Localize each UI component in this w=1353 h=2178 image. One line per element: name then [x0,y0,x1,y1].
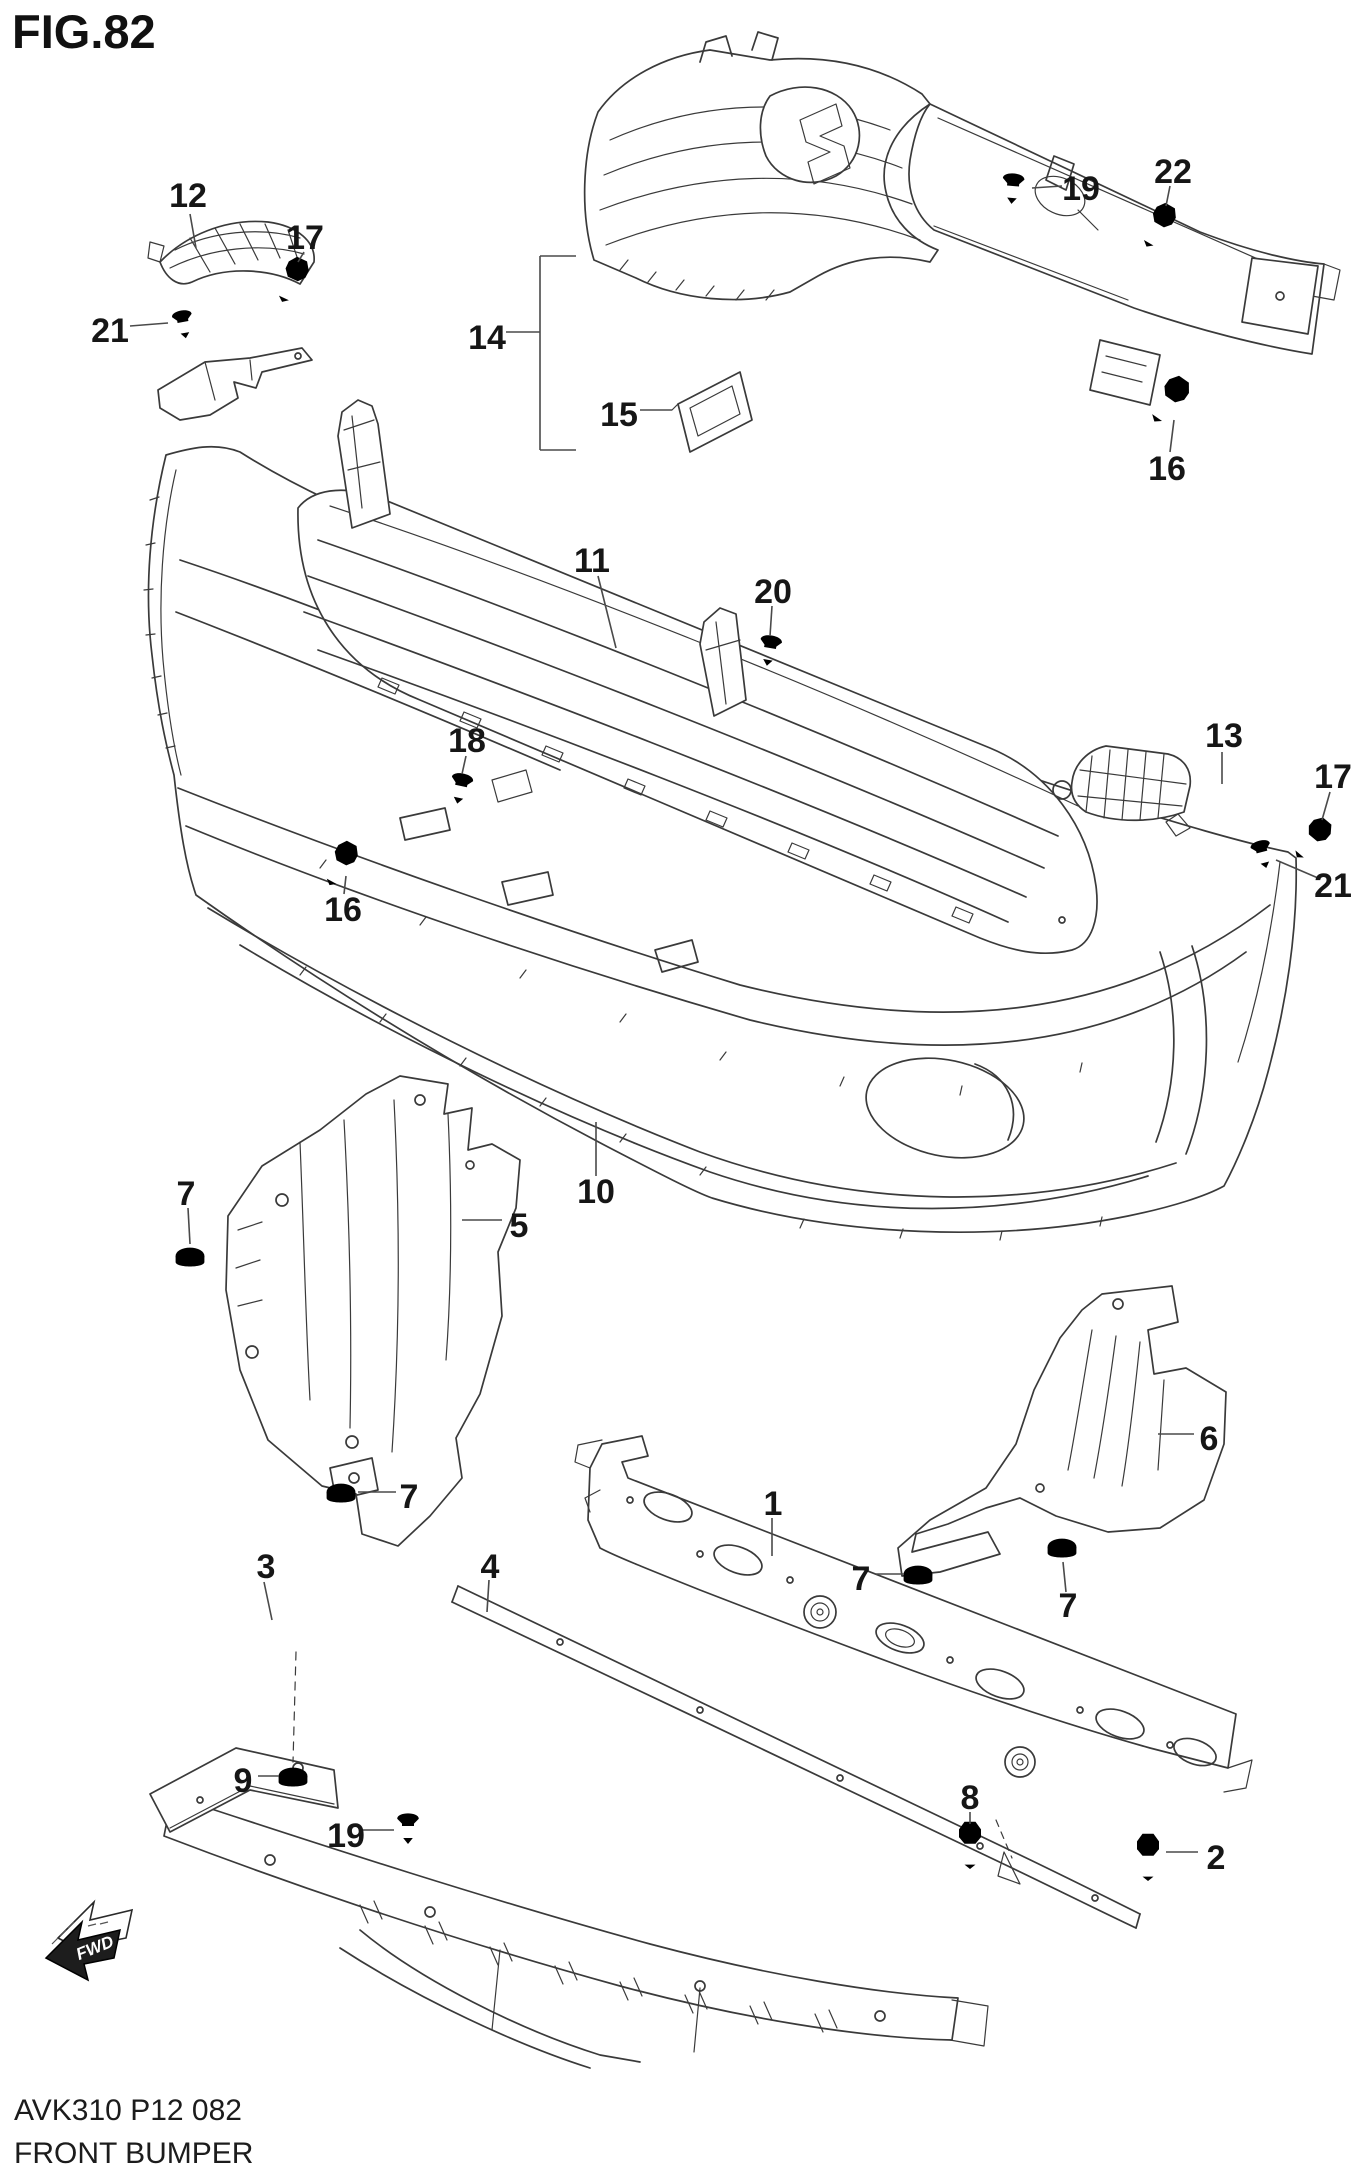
part-5-side-cover-left [225,1075,521,1547]
callout-19-top: 19 [1062,170,1100,208]
nut-9 [278,1767,308,1787]
callout-7-left: 7 [177,1175,196,1213]
part-4-extension-strip [451,1585,1141,1929]
part-11-lower-grille [297,399,1098,955]
callout-15: 15 [600,396,638,434]
callout-21-right: 21 [1314,867,1352,905]
callout-13: 13 [1205,717,1243,755]
fwd-direction-marker: FWD [44,1899,134,1982]
leader-lines [129,185,1331,1853]
part-13-grille-bracket-right [1052,745,1192,837]
nut-7-left [175,1247,205,1267]
callout-16-left: 16 [324,891,362,929]
callout-11: 11 [574,542,610,580]
callout-7-foot: 7 [852,1560,871,1598]
fwd-arrow [44,1919,121,1982]
callout-4: 4 [481,1548,500,1586]
callout-19-bottom: 19 [327,1817,365,1855]
callout-6: 6 [1200,1420,1219,1458]
callout-7-right: 7 [1059,1587,1078,1625]
callout-14: 14 [468,319,506,357]
clip-21-left [171,308,196,340]
part-14-front-grille [583,31,1341,406]
figure-title: FIG.82 [12,5,156,58]
callout-16-right: 16 [1148,450,1186,488]
callout-18: 18 [448,722,486,760]
callout-17-left: 17 [286,219,324,257]
callout-20: 20 [754,573,792,611]
clip-19-bottom [397,1813,419,1844]
callout-2: 2 [1207,1839,1226,1877]
bolt-2 [1137,1833,1159,1881]
part-15-emblem [671,371,753,453]
insertion-arrow [995,1819,1021,1885]
callout-5: 5 [510,1207,529,1245]
callout-7-mid: 7 [400,1478,419,1516]
callout-21-left: 21 [91,312,129,350]
part-3-under-cover [149,1651,989,2069]
callout-8: 8 [961,1779,980,1817]
footer-model-code: AVK310 P12 082 [14,2094,242,2127]
part-6-side-cover-right [897,1285,1227,1577]
callout-17-right: 17 [1314,758,1352,796]
footer-caption: FRONT BUMPER [14,2137,253,2170]
callout-9: 9 [234,1762,253,1800]
part-1-radiator-support-panel [574,1435,1253,1793]
callout-10: 10 [577,1173,615,1211]
diagram-line-art [143,31,1341,2069]
nut-7-right [1047,1538,1077,1558]
callout-22: 22 [1154,153,1192,191]
nut-7-foot [903,1565,933,1585]
callout-12: 12 [169,177,207,215]
callout-1: 1 [764,1485,783,1523]
nut-7-mid [326,1483,356,1503]
callout-3: 3 [257,1548,276,1586]
part-12-grille-bracket-left [147,220,315,285]
callout-labels: 12 17 21 14 15 19 22 16 11 20 13 17 21 1… [91,153,1352,1877]
